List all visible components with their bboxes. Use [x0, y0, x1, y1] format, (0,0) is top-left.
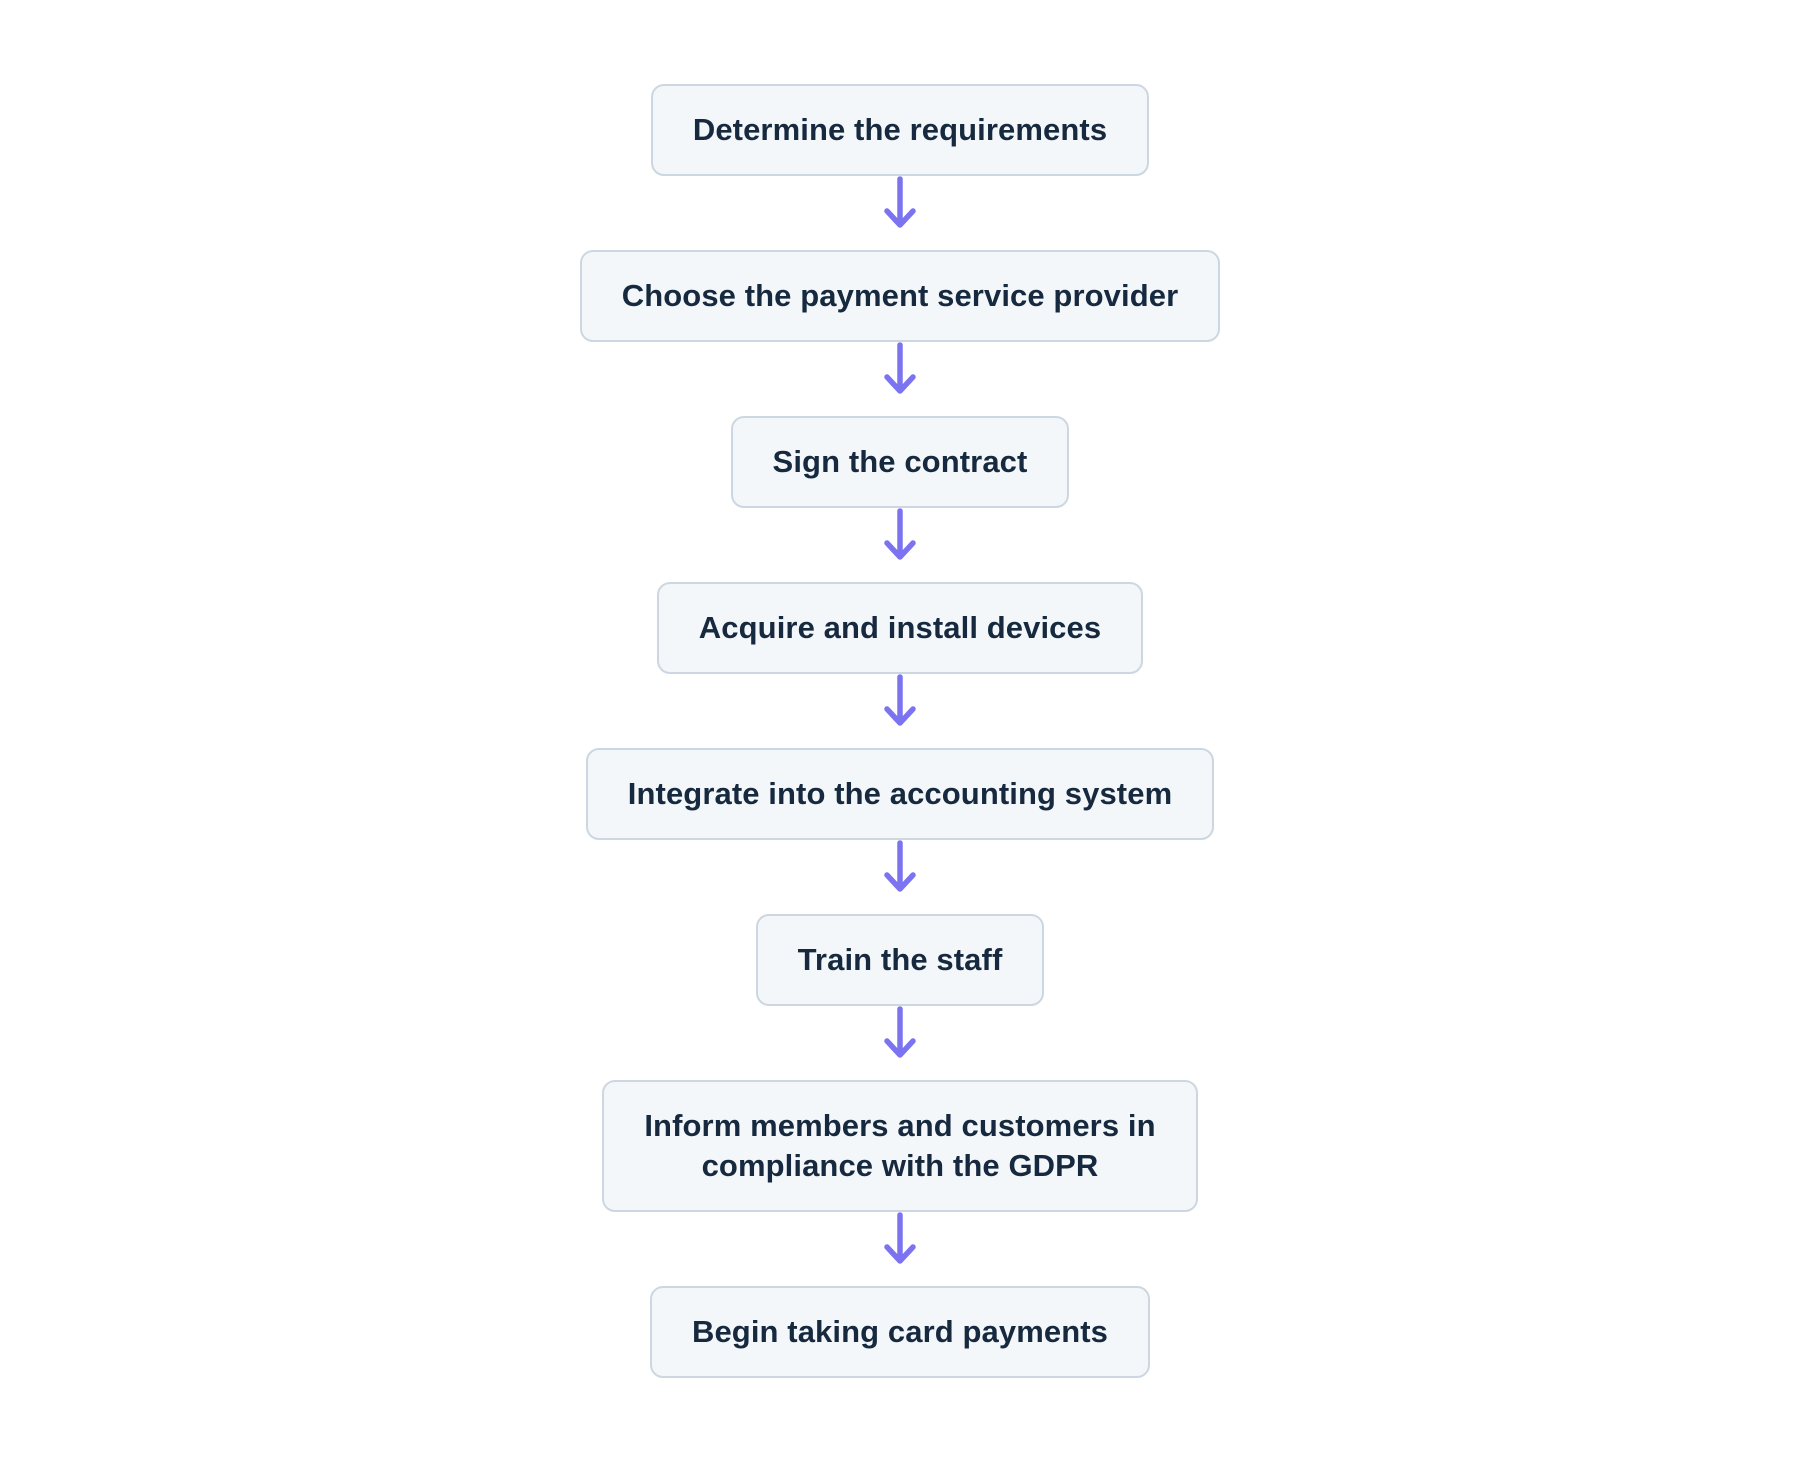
flow-connector [880, 1212, 920, 1286]
arrow-down-icon [884, 508, 916, 560]
flow-connector [880, 508, 920, 582]
flow-step-label: Train the staff [797, 942, 1003, 977]
flow-step-label: Inform members and customers in complian… [644, 1108, 1156, 1183]
flow-step-label: Choose the payment service provider [621, 278, 1179, 313]
flow-connector [880, 674, 920, 748]
arrow-down-icon [884, 342, 916, 394]
flow-step-label: Acquire and install devices [698, 610, 1102, 645]
flow-step-choose-provider: Choose the payment service provider [579, 250, 1221, 342]
arrow-down-icon [884, 1006, 916, 1058]
arrow-down-icon [884, 840, 916, 892]
flow-step-sign-contract: Sign the contract [730, 416, 1070, 508]
flow-step-acquire-devices: Acquire and install devices [656, 582, 1144, 674]
flow-step-label: Sign the contract [772, 444, 1028, 479]
arrow-down-icon [884, 674, 916, 726]
flow-step-train-staff: Train the staff [755, 914, 1045, 1006]
flow-connector [880, 342, 920, 416]
flow-step-inform-gdpr: Inform members and customers in complian… [602, 1080, 1198, 1212]
flow-step-determine-requirements: Determine the requirements [650, 84, 1150, 176]
flow-step-label: Integrate into the accounting system [627, 776, 1173, 811]
flow-connector [880, 176, 920, 250]
flow-step-label: Determine the requirements [692, 112, 1108, 147]
flow-connector [880, 840, 920, 914]
flow-step-begin-payments: Begin taking card payments [649, 1286, 1151, 1378]
flow-step-integrate-accounting: Integrate into the accounting system [585, 748, 1215, 840]
arrow-down-icon [884, 1212, 916, 1264]
arrow-down-icon [884, 176, 916, 228]
flow-step-label: Begin taking card payments [691, 1314, 1109, 1349]
flow-connector [880, 1006, 920, 1080]
